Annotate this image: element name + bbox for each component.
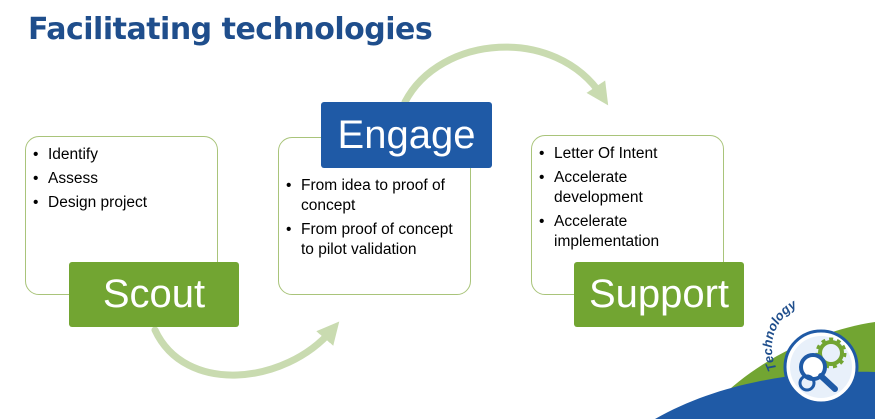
list-item: Assess — [30, 169, 209, 189]
page-title: Facilitating technologies — [28, 12, 433, 47]
list-item: Identify — [30, 145, 209, 165]
arrow-scout-to-engage — [151, 321, 340, 379]
support-label: Support — [574, 262, 744, 327]
list-item: Letter Of Intent — [536, 144, 715, 164]
engage-label: Engage — [321, 102, 492, 168]
engage-list: From idea to proof of concept From proof… — [283, 176, 462, 260]
scout-box: Identify Assess Design project — [25, 136, 218, 295]
gear-magnifier-icon — [798, 337, 847, 392]
scout-label: Scout — [69, 262, 239, 327]
technology-badge: Technology — [760, 296, 859, 405]
list-item: Accelerate development — [536, 168, 715, 208]
list-item: From proof of concept to pilot validatio… — [283, 220, 462, 260]
list-item: From idea to proof of concept — [283, 176, 462, 216]
list-item: Accelerate implementation — [536, 212, 715, 252]
support-list: Letter Of Intent Accelerate development … — [536, 144, 715, 252]
list-item: Design project — [30, 193, 209, 213]
arrow-engage-to-support — [401, 43, 609, 106]
scout-list: Identify Assess Design project — [30, 145, 209, 213]
